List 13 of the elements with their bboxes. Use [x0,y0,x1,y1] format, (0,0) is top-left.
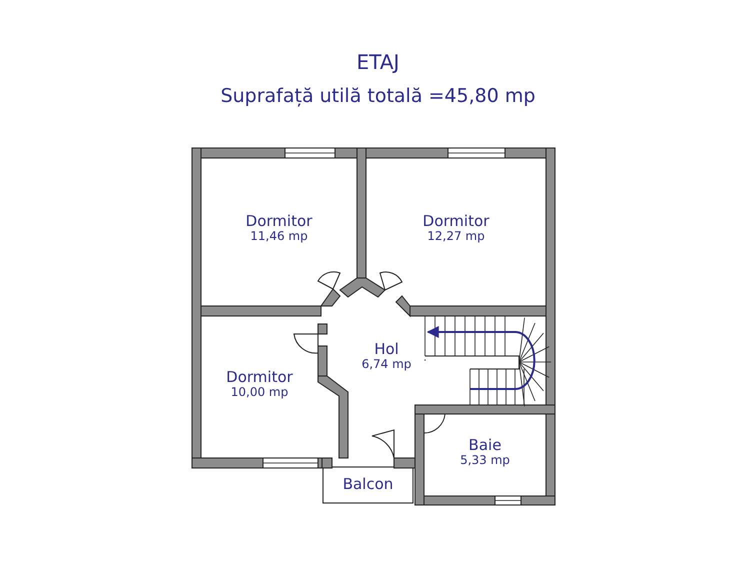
room-area-label: 6,74 mp [362,358,412,370]
total-area-note: Suprafață utilă totală =45,80 mp [220,85,536,107]
room-name: Balcon [342,477,394,493]
title: ETAJ [356,50,400,74]
room-area-label: 11,46 mp [250,230,308,242]
room-area-label: 10,00 mp [230,386,288,398]
room-name: Baie [468,438,502,454]
room-name: Dormitor [246,214,312,230]
room-area-label: 5,33 mp [460,454,510,466]
room-name: Dormitor [422,214,490,230]
room-name: Dormitor [226,370,293,386]
room-area-label: 12,27 mp [427,230,485,242]
room-name: Hol [374,342,399,358]
